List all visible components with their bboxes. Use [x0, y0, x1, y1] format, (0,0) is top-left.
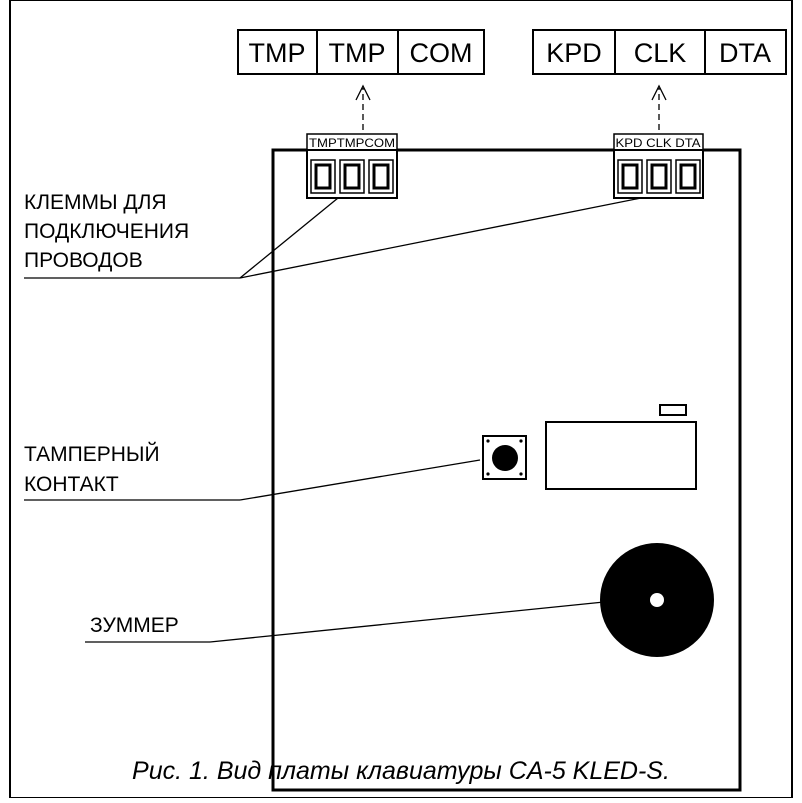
led-indicator: [659, 404, 687, 416]
terminals-label-line-2: ПОДКЛЮЧЕНИЯ: [24, 220, 189, 243]
terminals-label-line-3: ПРОВОДОВ: [24, 249, 143, 272]
top-terminal-kpd: KPD: [546, 38, 602, 68]
arrow-right: [651, 84, 667, 130]
display-window: [545, 421, 697, 490]
tamper-label: ТАМПЕРНЫЙ КОНТАКТ: [24, 442, 160, 496]
arrow-left: [355, 84, 371, 130]
top-terminals-left: TMP TMP COM: [237, 29, 485, 75]
outer-frame: [9, 0, 793, 799]
top-terminals-right: KPD CLK DTA: [532, 29, 787, 75]
figure-caption: Рис. 1. Вид платы клавиатуры CA-5 KLED-S…: [132, 757, 670, 785]
board-terminal-right-label: KPD CLK DTA: [616, 136, 701, 150]
buzzer: [600, 543, 714, 657]
top-terminal-com: COM: [410, 38, 473, 68]
top-terminal-tmp-2: TMP: [329, 38, 386, 68]
terminal-block-left: TMPTMPCOM: [306, 133, 398, 199]
terminals-label-line-1: КЛЕММЫ ДЛЯ: [24, 191, 167, 214]
buzzer-label: ЗУММЕР: [90, 614, 179, 637]
leader-lines: [24, 197, 642, 643]
board-terminal-left-label: TMPTMPCOM: [309, 136, 395, 150]
tamper-label-line-2: КОНТАКТ: [24, 473, 119, 496]
terminals-label: КЛЕММЫ ДЛЯ ПОДКЛЮЧЕНИЯ ПРОВОДОВ: [24, 191, 189, 272]
tamper-switch: [482, 435, 527, 480]
top-terminal-tmp-1: TMP: [249, 38, 306, 68]
terminal-block-right: KPD CLK DTA: [613, 133, 704, 199]
top-terminal-dta: DTA: [719, 38, 771, 68]
tamper-label-line-1: ТАМПЕРНЫЙ: [24, 442, 160, 466]
top-terminal-clk: CLK: [634, 38, 687, 68]
keypad-board: [271, 148, 742, 792]
